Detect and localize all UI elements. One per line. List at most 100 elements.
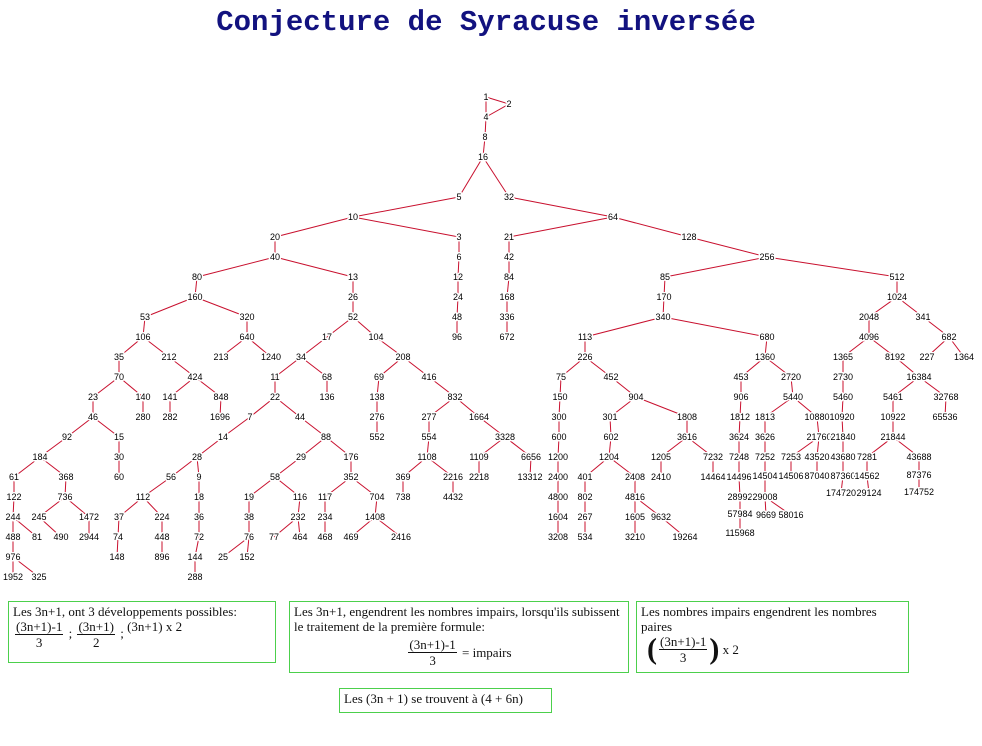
tree-node: 14506 [778, 471, 803, 481]
tree-node: 11 [270, 372, 279, 382]
tree-edge [816, 416, 820, 438]
tree-node: 174752 [904, 487, 934, 497]
tree-node: 490 [53, 532, 68, 542]
tree-edge [274, 476, 301, 498]
tree-edge [118, 496, 144, 518]
tree-node: 138 [369, 392, 384, 402]
tree-edge [402, 456, 428, 478]
tree-node: 2048 [859, 312, 879, 322]
tree-node: 87040 [804, 471, 829, 481]
tree-edge [558, 396, 561, 418]
tree-node: 906 [733, 392, 748, 402]
tree-node: 280 [135, 412, 150, 422]
tree-node: 17 [322, 332, 332, 342]
numerator: (3n+1)-1 [659, 634, 708, 650]
tree-node: 2 [506, 99, 511, 109]
tree-edge [299, 416, 327, 438]
tree-edge [504, 436, 532, 458]
tree-node: 352 [343, 472, 358, 482]
tree-node: 9669 [756, 510, 776, 520]
tree-node: 8 [482, 132, 487, 142]
tree-node: 87360 [830, 471, 855, 481]
tree-edge [529, 456, 532, 478]
tree-node: 57984 [727, 509, 752, 519]
tree-node: 43520 [804, 452, 829, 462]
tree-node: 1808 [677, 412, 697, 422]
tree-node: 117 [318, 492, 332, 502]
tree-edge [764, 496, 792, 516]
tree-node: 680 [759, 332, 774, 342]
tree-node: 453 [733, 372, 748, 382]
tree-node: 3616 [677, 432, 697, 442]
tree-edge [39, 456, 67, 478]
tree-edge [273, 516, 299, 538]
tree-edge [219, 396, 222, 418]
tree-node: 468 [317, 532, 332, 542]
tree-node: 341 [915, 312, 930, 322]
tree-edge [222, 536, 250, 558]
tree-edge [508, 196, 614, 218]
tree-node: 5461 [883, 392, 903, 402]
tree-node: 29008 [752, 492, 777, 502]
tree-node: 176 [343, 452, 358, 462]
tree-node: 10880 [804, 412, 829, 422]
tree-edge [118, 336, 144, 358]
tree-node: 448 [154, 532, 169, 542]
tree-edge [608, 436, 612, 458]
tree-node: 1109 [469, 452, 488, 462]
tree-edge [170, 456, 198, 478]
tree-node: 682 [941, 332, 956, 342]
tree-node: 602 [603, 432, 618, 442]
tree-node: 48 [452, 312, 462, 322]
tree-node: 488 [5, 532, 20, 542]
tree-node: 738 [395, 492, 410, 502]
formula-result: = impairs [462, 645, 512, 660]
tree-edges [12, 96, 965, 578]
tree-node: 4432 [443, 492, 463, 502]
tree-node: 22 [270, 392, 280, 402]
separator: ; [68, 625, 73, 641]
note-box-even-numbers: Les nombres impairs engendrent les nombr… [636, 601, 909, 673]
tree-edge [484, 116, 487, 138]
tree-node: 640 [239, 332, 254, 342]
tree-node: 68 [322, 372, 332, 382]
note-box-odd-numbers: Les 3n+1, engendrent les nombres impairs… [289, 601, 629, 673]
tree-edge [482, 136, 486, 158]
tree-node: 4816 [625, 492, 645, 502]
tree-edge [142, 316, 146, 338]
tree-edge [274, 356, 302, 378]
tree-node: 30 [114, 452, 124, 462]
tree-node: 534 [577, 532, 592, 542]
tree-node: 46 [88, 412, 98, 422]
tree-node: 226 [577, 352, 592, 362]
tree-node: 144 [187, 552, 202, 562]
tree-edge [117, 516, 120, 538]
tree-node: 464 [292, 532, 307, 542]
tree-edge [92, 376, 120, 398]
tree-edge [612, 216, 690, 238]
tree-node: 112 [136, 492, 150, 502]
tree-node: 32768 [933, 392, 958, 402]
denominator: 3 [35, 635, 43, 650]
tree-edge [738, 476, 741, 498]
tree-edge [764, 336, 768, 358]
tree-edge [508, 216, 614, 238]
tree-node: 802 [577, 492, 592, 502]
tree-node: 1108 [417, 452, 436, 462]
tree-node: 87376 [906, 470, 931, 480]
tree-node: 1604 [548, 512, 568, 522]
tree-node: 288 [187, 572, 202, 582]
tree-edge [246, 536, 250, 558]
tree-edge [116, 536, 119, 558]
tree-node: 3210 [625, 532, 645, 542]
note-box-location: Les (3n + 1) se trouvent à (4 + 6n) [339, 688, 552, 713]
tree-node: 232 [290, 512, 305, 522]
tree-node: 74 [113, 532, 123, 542]
tree-node: 3626 [755, 432, 775, 442]
tree-node: 369 [395, 472, 410, 482]
tree-edge [635, 396, 688, 418]
tree-edge [274, 396, 301, 418]
tree-node: 552 [369, 432, 384, 442]
